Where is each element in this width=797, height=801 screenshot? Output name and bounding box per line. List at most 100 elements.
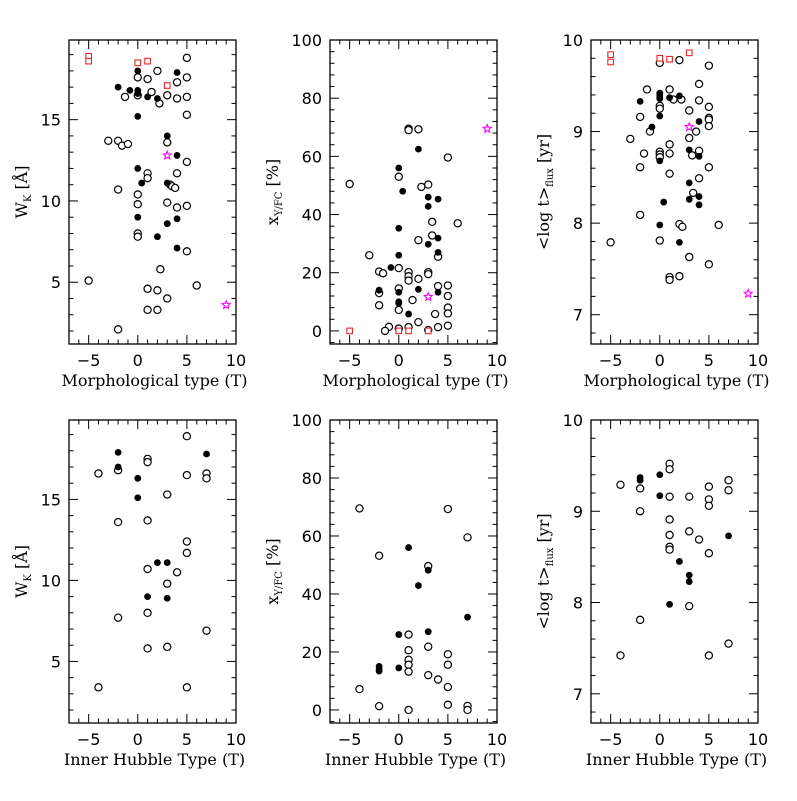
series-square [607, 49, 693, 66]
filled-circle-marker [636, 97, 644, 105]
y-tick-label: 7 [573, 306, 583, 325]
filled-circle-marker [636, 476, 644, 484]
open-circle-marker [433, 322, 443, 332]
series-open [84, 53, 201, 334]
y-tick-label: 8 [573, 214, 583, 233]
y-tick-label: 40 [302, 206, 322, 225]
open-circle-marker [655, 104, 664, 113]
open-circle-marker [685, 106, 694, 115]
series-open [345, 124, 462, 336]
y-tick-label: 15 [41, 111, 61, 130]
open-circle-marker [704, 501, 714, 510]
filled-circle-marker [395, 224, 403, 232]
open-circle-marker [143, 608, 152, 618]
filled-circle-marker [387, 264, 395, 271]
open-circle-marker [665, 149, 674, 158]
x-axis-label: Inner Hubble Type (T) [586, 750, 767, 769]
open-circle-marker [635, 112, 645, 122]
y-tick-label: 7 [573, 685, 583, 704]
open-circle-marker [143, 516, 152, 525]
open-circle-marker [635, 507, 645, 516]
filled-circle-marker [676, 558, 683, 565]
open-circle-marker [355, 684, 364, 694]
x-axis-label: Morphological type (T) [61, 371, 247, 390]
open-circle-marker [345, 179, 354, 189]
open-circle-marker [724, 639, 733, 648]
open-circle-marker [427, 217, 437, 227]
filled-circle-marker [163, 559, 171, 566]
filled-circle-marker [395, 288, 403, 296]
open-circle-marker [665, 515, 674, 524]
open-square-marker [685, 49, 693, 57]
open-circle-marker [365, 251, 374, 260]
x-tick-label: −5 [77, 351, 101, 370]
open-circle-marker [113, 517, 123, 527]
open-circle-marker [685, 252, 694, 262]
y-axis-label: WK [Å] [11, 165, 34, 218]
open-circle-marker [143, 173, 152, 183]
open-square-marker [666, 55, 673, 63]
filled-circle-marker [134, 494, 142, 502]
open-circle-marker [678, 222, 687, 231]
filled-circle-marker [154, 233, 161, 241]
open-circle-marker [665, 492, 674, 501]
series-open [606, 55, 723, 285]
series-star [161, 149, 232, 310]
filled-circle-marker [695, 193, 703, 200]
star-marker [422, 291, 434, 302]
y-tick-label: 60 [302, 527, 322, 546]
filled-circle-marker [656, 471, 664, 479]
filled-circle-marker [415, 285, 422, 293]
x-tick-label: 0 [133, 351, 143, 370]
y-tick-label: 10 [563, 411, 583, 430]
open-circle-marker [694, 79, 704, 89]
x-tick-label: 10 [226, 730, 246, 749]
filled-circle-marker [424, 566, 432, 574]
open-circle-marker [404, 660, 413, 669]
filled-circle-marker [134, 113, 142, 120]
x-tick-label: −5 [77, 730, 101, 749]
open-circle-marker [635, 484, 645, 493]
filled-circle-marker [666, 600, 673, 608]
open-circle-marker [182, 110, 192, 119]
x-tick-label: −5 [338, 351, 362, 370]
open-circle-marker [104, 136, 113, 145]
open-circle-marker [724, 476, 733, 485]
open-square-marker [656, 54, 664, 62]
open-circle-marker [443, 504, 453, 514]
filled-circle-marker [375, 286, 383, 294]
x-tick-label: −5 [338, 730, 362, 749]
open-circle-marker [143, 564, 152, 574]
open-circle-marker [665, 530, 674, 540]
open-circle-marker [665, 169, 674, 178]
filled-circle-marker [395, 164, 403, 172]
open-circle-marker [123, 139, 133, 149]
filled-circle-marker [154, 559, 161, 566]
open-circle-marker [133, 199, 142, 209]
y-tick-label: 8 [573, 594, 583, 613]
open-circle-marker [133, 73, 142, 82]
open-square-marker [134, 59, 142, 67]
y-tick-label: 10 [563, 31, 583, 50]
open-circle-marker [414, 235, 423, 245]
y-tick-label: 100 [291, 31, 322, 50]
open-circle-marker [143, 284, 152, 293]
open-circle-marker [94, 469, 103, 478]
open-circle-marker [616, 651, 625, 660]
open-circle-marker [94, 683, 103, 692]
filled-circle-marker [434, 195, 442, 203]
open-circle-marker [374, 301, 384, 310]
x-axis-label: Morphological type (T) [322, 371, 508, 390]
filled-circle-marker [656, 95, 664, 103]
open-circle-marker [153, 305, 162, 315]
open-circle-marker [404, 646, 413, 655]
y-axis-label: <log t>flux [yr] [534, 513, 556, 629]
filled-circle-marker [424, 628, 432, 636]
open-circle-marker [163, 138, 172, 147]
open-circle-marker [714, 220, 723, 230]
open-circle-marker [626, 134, 635, 144]
open-circle-marker [433, 281, 443, 291]
